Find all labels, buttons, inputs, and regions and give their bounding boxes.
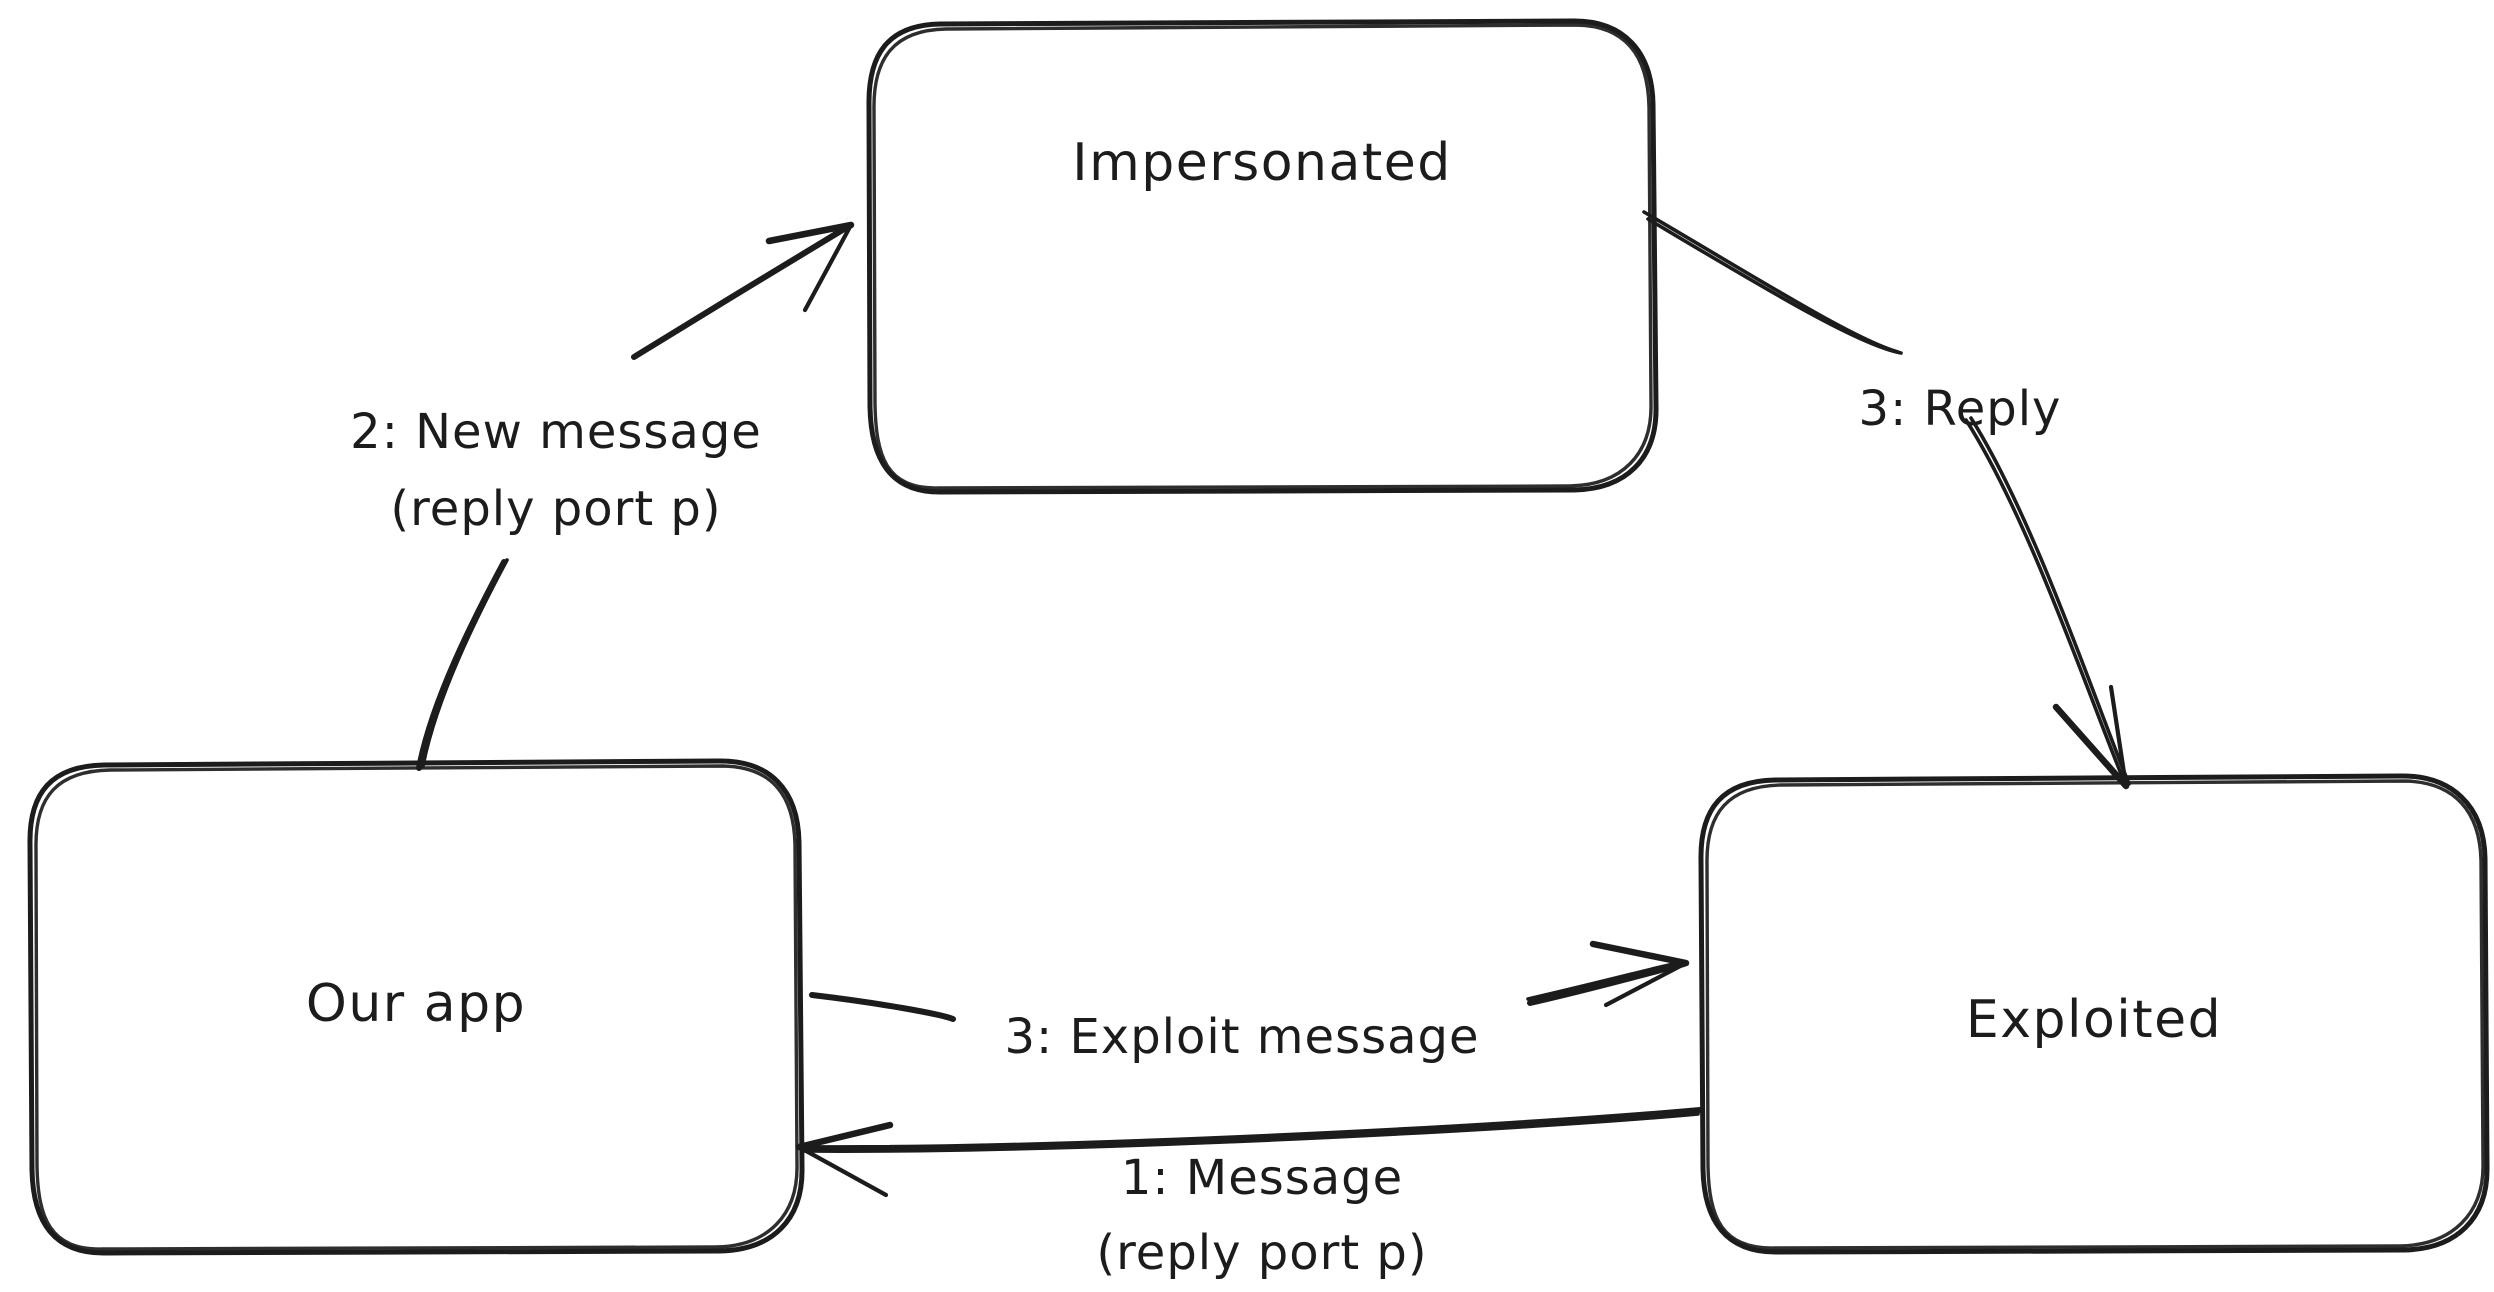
edge-2-arrowhead: [765, 221, 855, 245]
edge-reply-upper-segment-sketch: [1646, 217, 1903, 355]
node-our-app[interactable]: Our app: [27, 758, 805, 1256]
edge-reply-arrowhead-tail: [2108, 684, 2129, 789]
edge-2-upper-segment: [631, 223, 852, 360]
edge-reply-label: 3: Reply: [1859, 381, 2062, 437]
node-impersonated-outline-sketch: [872, 23, 1653, 490]
edge-exploit-left-segment: [809, 992, 956, 1022]
edge-reply-lower-segment: [1964, 418, 2128, 788]
edge-2-lower-segment-sketch: [421, 558, 509, 768]
edge-exploit-arrowhead-tail: [1603, 960, 1689, 1008]
node-impersonated[interactable]: Impersonated: [866, 18, 1659, 495]
edge-reply-lower-segment-sketch: [1969, 416, 2131, 786]
edge-message-label-line1: 1: Message: [1121, 1150, 1403, 1206]
edge-reply-arrowhead: [2052, 703, 2130, 790]
edge-2-arrowhead-tail: [802, 222, 854, 313]
node-our-app-outline-sketch: [34, 764, 799, 1251]
edge-exploit-label: 3: Exploit message: [1004, 1009, 1479, 1065]
edge-2-label-line1: 2: New message: [350, 404, 762, 460]
edge-exploit-right-segment-sketch: [1526, 960, 1684, 1001]
node-exploited-outline: [1698, 773, 2490, 1255]
edge-message-arrowhead-tail: [796, 1144, 889, 1198]
node-our-app-label: Our app: [306, 974, 526, 1034]
edge-message-segment-sketch: [802, 1112, 1700, 1153]
node-exploited[interactable]: Exploited: [1698, 773, 2490, 1255]
node-exploited-outline-sketch: [1705, 779, 2485, 1250]
edge-impersonated-to-exploited[interactable]: 3: Reply: [1642, 210, 2131, 790]
edge-message-arrowhead: [795, 1121, 894, 1151]
node-impersonated-outline: [866, 18, 1659, 495]
node-our-app-outline: [27, 758, 805, 1256]
edge-exploited-to-our-app[interactable]: 1: Message (reply port p): [795, 1107, 1703, 1281]
edge-message-label-line2: (reply port p): [1096, 1225, 1427, 1281]
edge-exploit-arrowhead: [1589, 940, 1690, 967]
node-exploited-label: Exploited: [1966, 990, 2222, 1050]
edge-reply-upper-segment: [1642, 210, 1900, 354]
edge-message-segment: [799, 1107, 1703, 1152]
edge-our-app-to-impersonated[interactable]: 2: New message (reply port p): [350, 221, 855, 771]
edge-our-app-to-exploited[interactable]: 3: Exploit message: [809, 940, 1690, 1065]
edge-exploit-right-segment: [1527, 961, 1687, 1006]
edge-2-lower-segment: [416, 559, 507, 771]
node-impersonated-label: Impersonated: [1072, 133, 1452, 193]
edge-2-label-line2: (reply port p): [390, 481, 721, 537]
